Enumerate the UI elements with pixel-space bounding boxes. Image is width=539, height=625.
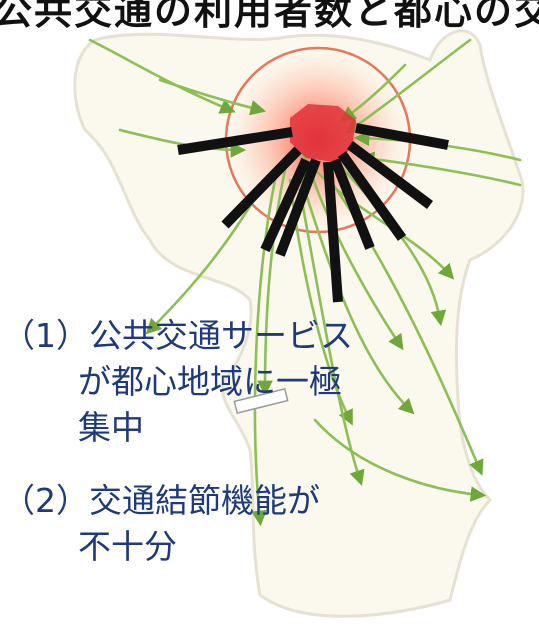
green-routes bbox=[88, 38, 522, 527]
problem-label-2: （2）交通結節機能が 不十分 bbox=[2, 478, 320, 570]
city-center-core bbox=[290, 104, 356, 162]
problem-label-1: （1）公共交通サービス が都心地域に一極 集中 bbox=[2, 313, 353, 451]
black-arrows bbox=[177, 123, 449, 303]
land-area bbox=[73, 29, 525, 618]
problem-label-2-line-2: 不十分 bbox=[78, 527, 177, 566]
problem-label-2-marker: （2） bbox=[2, 481, 89, 520]
problem-label-1-line-1: （1）公共交通サービス bbox=[2, 313, 353, 359]
problem-label-1-line-2: が都心地域に一極 bbox=[78, 362, 342, 401]
problem-label-2-text-1: 交通結節機能が bbox=[89, 481, 320, 520]
problem-label-1-line-3: 集中 bbox=[78, 408, 144, 447]
diagram-title: 公共交通の利用者数と都心の交通結節 bbox=[0, 0, 539, 33]
problem-label-1-text-1: 公共交通サービス bbox=[89, 316, 353, 355]
problem-label-2-line-1: （2）交通結節機能が bbox=[2, 478, 320, 524]
problem-label-1-marker: （1） bbox=[2, 316, 89, 355]
small-marker-box bbox=[233, 387, 289, 415]
